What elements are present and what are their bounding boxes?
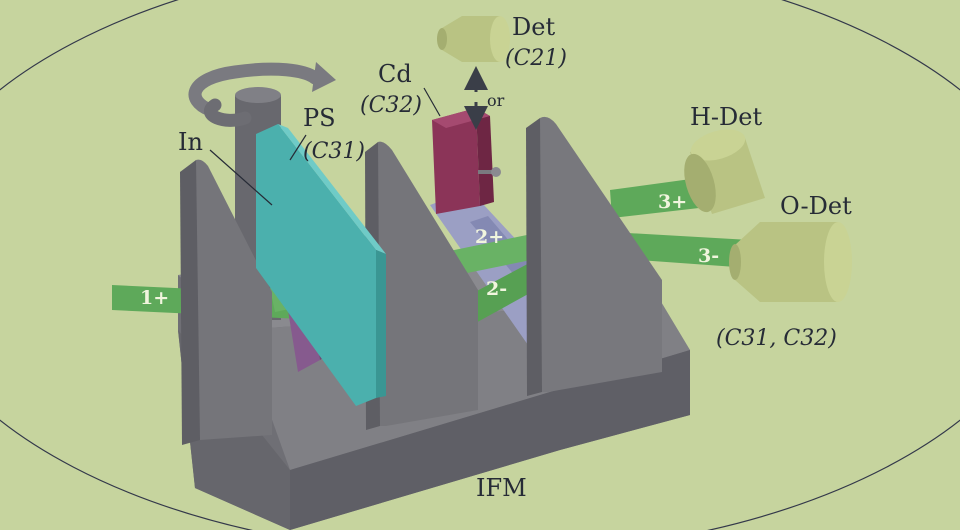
in-leader-line	[209, 149, 273, 206]
ps-label: PS	[303, 104, 336, 132]
beam-label-2-plus: 2+	[475, 226, 504, 248]
cd-label: Cd	[378, 60, 412, 88]
det-sublabel: (C21)	[505, 46, 567, 71]
det-label: Det	[512, 13, 555, 41]
cd-block	[432, 108, 501, 214]
rotation-arrow-icon	[188, 62, 336, 127]
h-det-detector	[684, 129, 765, 214]
ps-sublabel: (C31)	[303, 139, 365, 164]
beam-label-3-minus: 3-	[698, 245, 719, 267]
phase-shifter	[256, 124, 386, 406]
or-label: or	[487, 91, 505, 110]
det-detector	[437, 16, 510, 62]
o-det-label: O-Det	[780, 192, 852, 220]
beam-label-2-minus: 2-	[486, 278, 507, 300]
cd-leader-line	[423, 87, 441, 117]
plate-right	[526, 116, 662, 396]
beam-label-3-plus: 3+	[658, 191, 687, 213]
ifm-label: IFM	[476, 474, 527, 502]
in-label: In	[178, 128, 203, 156]
o-det-sublabel: (C31, C32)	[716, 326, 837, 351]
h-det-label: H-Det	[690, 103, 762, 131]
beam-label-1-plus: 1+	[140, 287, 169, 309]
cd-sublabel: (C32)	[360, 93, 422, 118]
plate-left	[180, 159, 272, 445]
o-det-detector	[729, 222, 852, 302]
ps-leader-line	[289, 134, 307, 161]
